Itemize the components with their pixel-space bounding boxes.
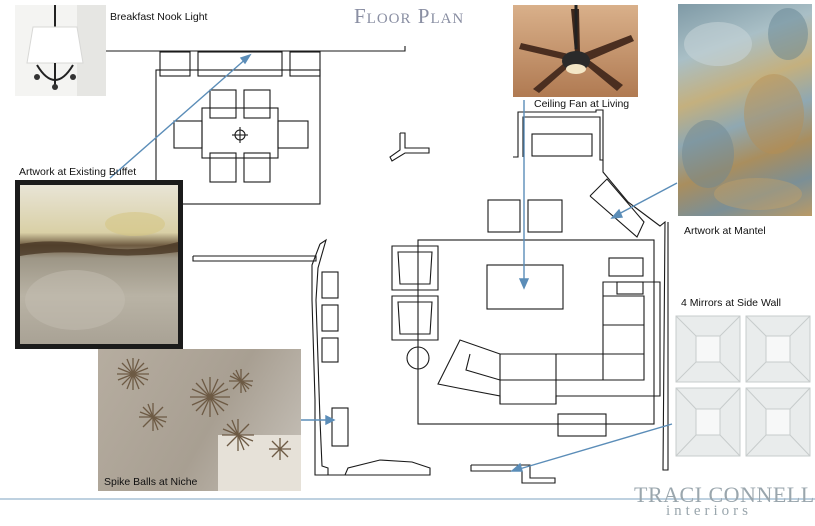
mirrors-photo xyxy=(674,314,812,458)
mantel-unit xyxy=(589,178,645,238)
bottom-right-wall xyxy=(470,464,556,484)
console-table xyxy=(557,413,607,437)
breakfast-nook-light-photo xyxy=(15,5,106,96)
sectional-sofa xyxy=(437,281,661,405)
artwork-buffet-photo xyxy=(15,180,183,349)
dining-chair xyxy=(209,89,237,119)
living-rug xyxy=(417,239,655,425)
ceiling-fan-photo xyxy=(513,5,638,97)
niche-shelf xyxy=(321,304,339,332)
corner-column xyxy=(389,132,430,162)
label-mirrors: 4 Mirrors at Side Wall xyxy=(681,297,781,309)
dining-chair xyxy=(243,152,271,183)
accent-chair-back xyxy=(487,199,521,233)
label-breakfast-nook-light: Breakfast Nook Light xyxy=(110,11,208,23)
niche-shelf xyxy=(321,271,339,299)
spike-balls-photo: Spike Balls at Niche xyxy=(98,349,301,491)
sectional-sofa-inner xyxy=(465,295,645,381)
label-spike-balls: Spike Balls at Niche xyxy=(104,476,198,488)
swivel-chair xyxy=(391,295,439,341)
end-table xyxy=(608,257,644,277)
brand-subtitle: interiors xyxy=(666,503,752,519)
hall-wall xyxy=(192,255,317,262)
arrow-mirrors xyxy=(515,423,673,471)
dining-wall-top xyxy=(104,46,406,52)
buffet-center xyxy=(197,51,283,77)
coffee-table xyxy=(486,264,564,310)
label-artwork-buffet: Artwork at Existing Buffet xyxy=(19,166,137,178)
label-ceiling-fan: Ceiling Fan at Living xyxy=(534,98,630,110)
arrow-breakfast-light xyxy=(109,56,249,179)
accent-chair-back xyxy=(527,199,563,233)
niche-wall xyxy=(311,238,329,476)
swivel-chair xyxy=(391,245,439,291)
dining-chair xyxy=(173,120,203,149)
dining-chair xyxy=(209,152,237,183)
fireplace-wall xyxy=(602,160,669,471)
niche-shelf xyxy=(321,337,339,363)
label-artwork-mantel: Artwork at Mantel xyxy=(684,225,766,237)
buffet-right xyxy=(289,51,321,77)
dining-chair xyxy=(277,120,309,149)
mantel-shelf xyxy=(531,133,593,157)
dining-chair xyxy=(243,89,271,119)
bottom-wall xyxy=(328,459,431,476)
page-title: Floor Plan xyxy=(354,4,465,28)
buffet-left xyxy=(159,51,191,77)
sofa-end-table xyxy=(616,281,644,295)
niche-console xyxy=(331,407,349,447)
artwork-mantel-photo xyxy=(678,4,812,216)
brand-name: TRACI CONNELL xyxy=(634,482,815,507)
side-table xyxy=(406,346,430,370)
arrow-mantel xyxy=(614,182,678,217)
living-wall-left xyxy=(513,109,604,161)
